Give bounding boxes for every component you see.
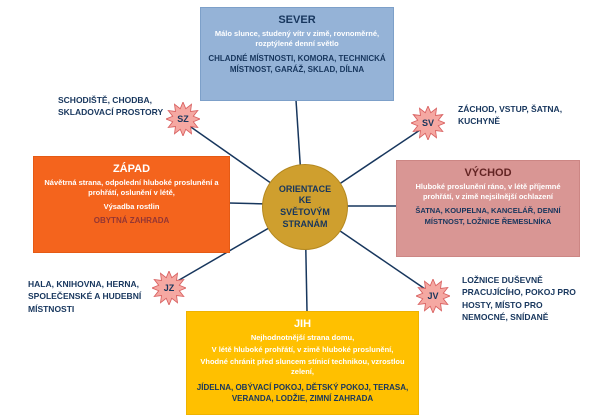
sun-sw-label: JZ: [163, 283, 175, 293]
northwest-rooms: SCHODIŠTĚ, CHODBA, SKLADOVACÍ PROSTORY: [58, 95, 164, 118]
center-circle: ORIENTACE KE SVĚTOVÝM STRANÁM: [262, 164, 348, 250]
south-rooms: JÍDELNA, OBÝVACÍ POKOJ, DĚTSKÝ POKOJ, TE…: [196, 382, 409, 403]
sun-se-label: JV: [427, 291, 439, 301]
north-rooms: CHLADNÉ MÍSTNOSTI, KOMORA, TECHNICKÁ MÍS…: [208, 54, 386, 75]
south-body-3: Vhodné chránit před sluncem stínicí tech…: [200, 357, 405, 377]
sun-northwest: SZ: [166, 102, 200, 136]
south-body-1: Nejhodnotnější strana domu,: [250, 333, 355, 342]
south-body-2: V létě hluboké prohřátí, v zimě hluboké …: [211, 345, 394, 355]
sun-icon: [411, 106, 445, 140]
southwest-rooms: HALA, KNIHOVNA, HERNA, SPOLEČENSKÉ A HUD…: [28, 279, 142, 314]
east-box: VÝCHOD Hluboké proslunění ráno, v létě p…: [396, 160, 580, 257]
sun-southwest: JZ: [152, 271, 186, 305]
west-title: ZÁPAD: [112, 163, 151, 175]
sun-ne-label: SV: [421, 118, 434, 128]
east-rooms: ŠATNA, KOUPELNA, KANCELÁŘ, DENNÍ MÍSTNOS…: [415, 206, 561, 226]
north-title: SEVER: [278, 14, 316, 26]
west-body2: Výsadba rostlin: [103, 202, 160, 212]
center-label: ORIENTACE KE SVĚTOVÝM STRANÁM: [278, 183, 332, 229]
south-title: JIH: [293, 318, 312, 330]
west-rooms: OBYTNÁ ZAHRADA: [93, 216, 170, 226]
east-body: Hluboké proslunění ráno, v létě příjemné…: [415, 182, 561, 202]
sun-northeast: SV: [411, 106, 445, 140]
south-box: JIH Nejhodnotnější strana domu, V létě h…: [186, 311, 419, 415]
northeast-rooms: ZÁCHOD, VSTUP, ŠATNA, KUCHYNĚ: [458, 104, 563, 127]
southeast-rooms: LOŽNICE DUŠEVNĚ PRACUJÍCÍHO, POKOJ PRO H…: [462, 275, 576, 322]
sun-nw-label: SZ: [177, 114, 189, 124]
west-body: Návětrná strana, odpolední hluboké prosl…: [44, 178, 219, 198]
north-box: SEVER Málo slunce, studený vítr v zimě, …: [200, 7, 394, 101]
north-body: Málo slunce, studený vítr v zimě, rovnom…: [214, 29, 380, 49]
west-box: ZÁPAD Návětrná strana, odpolední hluboké…: [33, 156, 230, 253]
sun-icon: [416, 279, 450, 313]
sun-icon: [166, 102, 200, 136]
sun-southeast: JV: [416, 279, 450, 313]
east-title: VÝCHOD: [464, 167, 512, 179]
sun-icon: [152, 271, 186, 305]
